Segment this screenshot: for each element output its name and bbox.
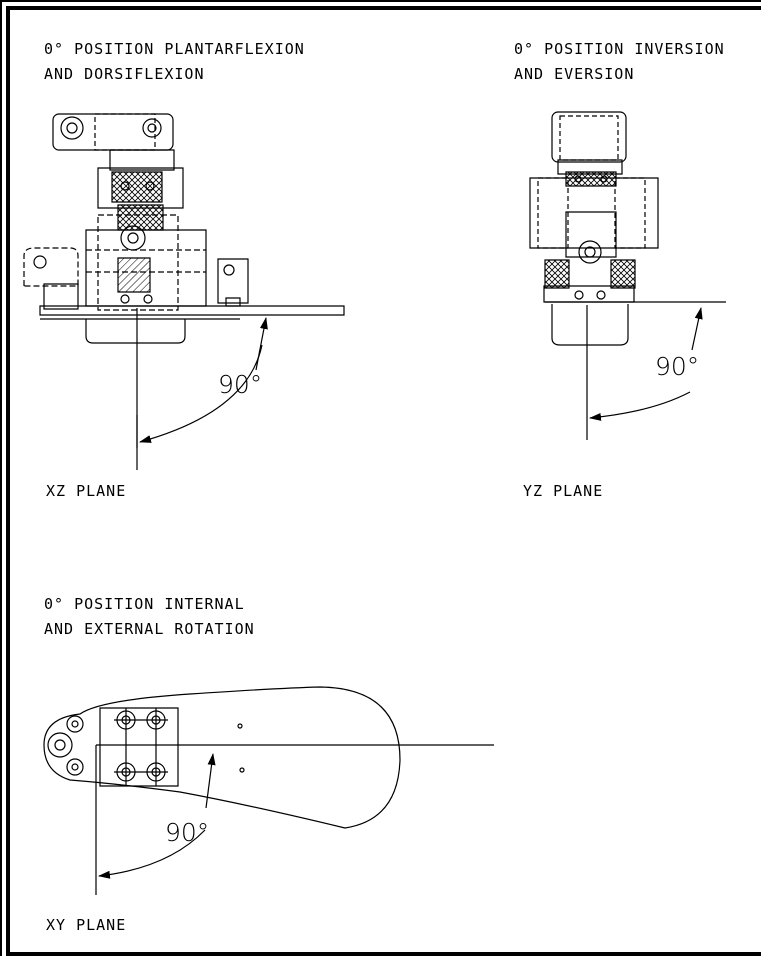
yz-view-title-line2: AND EVERSION [514, 65, 635, 83]
xz-angle-dimension [137, 308, 268, 470]
xy-plane-label: XY PLANE [46, 916, 127, 934]
yz-angle-label: 90° [655, 352, 700, 381]
xy-foot-plate [44, 687, 400, 828]
xy-angle-dimension [96, 745, 494, 895]
drawing-border [6, 6, 761, 956]
xy-view-title-line1: 0° POSITION INTERNAL [44, 595, 245, 613]
yz-ankle-mechanism [530, 112, 658, 345]
yz-view-title-line1: 0° POSITION INVERSION [514, 40, 725, 58]
xz-angle-label: 90° [218, 370, 263, 399]
xy-view-title-line2: AND EXTERNAL ROTATION [44, 620, 255, 638]
yz-plane-label: YZ PLANE [523, 482, 604, 500]
xz-plane-label: XZ PLANE [46, 482, 127, 500]
xz-view-title-line2: AND DORSIFLEXION [44, 65, 205, 83]
xz-ankle-mechanism [24, 114, 344, 343]
yz-angle-dimension [545, 302, 726, 440]
xz-view-title-line1: 0° POSITION PLANTARFLEXION [44, 40, 305, 58]
